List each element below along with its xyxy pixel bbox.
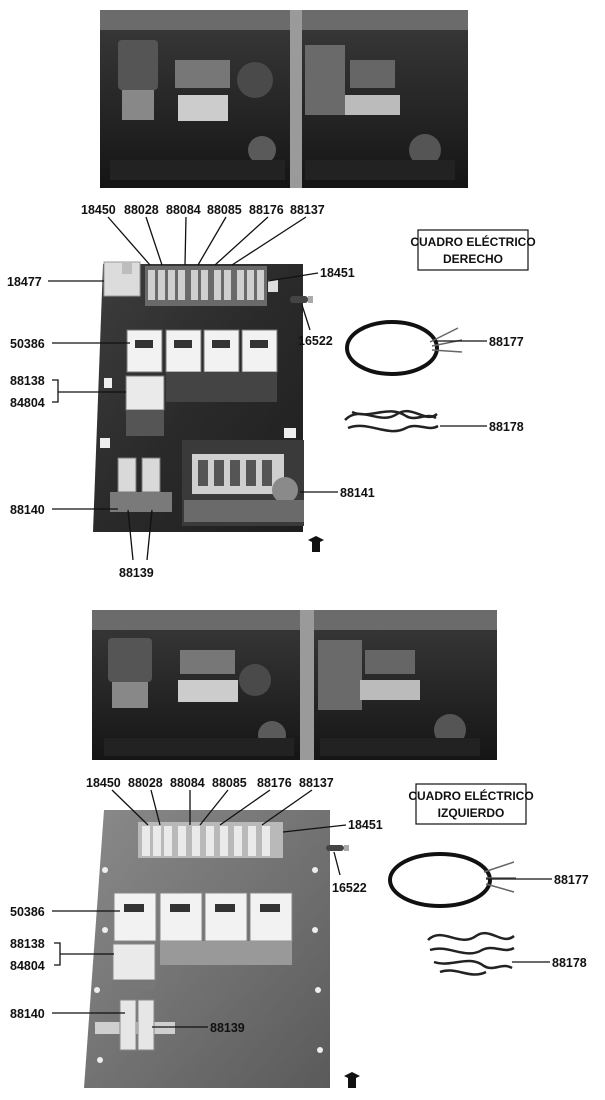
label-88140: 88140 [10,503,45,517]
label-88139: 88139 [210,1021,245,1035]
label-50386: 50386 [10,337,45,351]
panel-title-left: CUADRO ELÉCTRICO IZQUIERDO [408,783,534,825]
machine-photo-left [92,610,497,760]
label-18450: 18450 [81,203,116,217]
electrical-panel-right [93,261,324,552]
label-88141: 88141 [340,486,375,500]
leader-lines-left [52,789,552,1028]
panel-title-right: CUADRO ELÉCTRICO DERECHO [410,229,536,271]
part-labels-left: 18450 88028 88084 88085 88176 88137 1845… [10,776,589,1035]
label-88138: 88138 [10,374,45,388]
label-88084: 88084 [170,776,205,790]
electrical-panel-left [84,810,360,1088]
fuse-16522-right [290,296,313,303]
leader-lines-right [48,216,487,561]
label-88176: 88176 [249,203,284,217]
label-88137: 88137 [299,776,334,790]
label-88177: 88177 [554,873,589,887]
label-88139: 88139 [119,566,154,580]
title-line2: DERECHO [443,252,503,266]
wiring-harness-88178-left [427,931,515,976]
label-16522: 16522 [298,334,333,348]
label-88178: 88178 [552,956,587,970]
part-labels-right: 18450 88028 88084 88085 88176 88137 1847… [7,203,524,580]
label-88140: 88140 [10,1007,45,1021]
label-88084: 88084 [166,203,201,217]
label-88177: 88177 [489,335,524,349]
fuse-16522-left [326,845,349,851]
label-88137: 88137 [290,203,325,217]
title-line2: IZQUIERDO [438,806,505,820]
label-18477: 18477 [7,275,42,289]
label-18451: 18451 [320,266,355,280]
cable-88177-right [345,320,463,376]
label-88176: 88176 [257,776,292,790]
label-88028: 88028 [124,203,159,217]
title-line1: CUADRO ELÉCTRICO [408,788,533,803]
label-88085: 88085 [207,203,242,217]
label-88085: 88085 [212,776,247,790]
title-line1: CUADRO ELÉCTRICO [410,234,535,249]
machine-photo-right [100,10,468,188]
wiring-harness-88178-right [344,409,439,433]
label-50386: 50386 [10,905,45,919]
label-84804: 84804 [10,396,45,410]
label-18450: 18450 [86,776,121,790]
cable-88177-left [388,852,516,908]
label-88028: 88028 [128,776,163,790]
label-88138: 88138 [10,937,45,951]
label-16522: 16522 [332,881,367,895]
label-88178: 88178 [489,420,524,434]
label-18451: 18451 [348,818,383,832]
label-84804: 84804 [10,959,45,973]
